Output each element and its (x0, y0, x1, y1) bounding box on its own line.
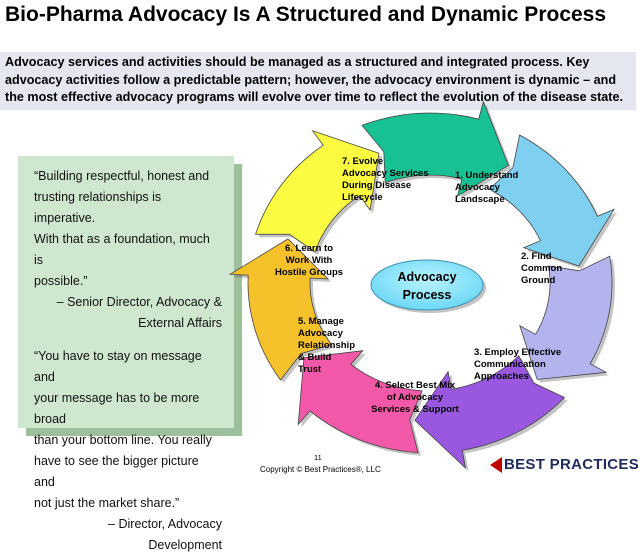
quote-attribution-2: – Director, Advocacy Development (108, 517, 222, 552)
copyright: Copyright © Best Practices®, LLC (260, 465, 381, 474)
slide-title: Bio-Pharma Advocacy Is A Structured and … (5, 3, 607, 26)
cycle-arrow-5 (228, 238, 333, 381)
step-label-2: 2. Find Common Ground (521, 251, 563, 286)
cycle-arrow-1 (488, 134, 616, 267)
step-label-7: 7. Evolve Advocacy Services During Disea… (342, 156, 429, 203)
step-label-4: 4. Select Best Mix of Advocacy Services … (371, 380, 459, 415)
step-label-5: 5. Manage Advocacy Relationship & Build … (298, 316, 356, 375)
advocacy-cycle-diagram (228, 100, 617, 471)
step-label-1: 1. Understand Advocacy Landscape (455, 170, 519, 205)
logo-text: BEST PRACTICES (504, 456, 638, 474)
center-label: Advocacy Process (397, 270, 457, 302)
page-number: 11 (314, 453, 322, 462)
cycle-arrow-2 (519, 255, 613, 380)
logo-mark-icon (490, 456, 502, 473)
quote-box: “Building respectful, honest and trustin… (18, 156, 234, 552)
step-label-3: 3. Employ Effective Communication Approa… (474, 347, 562, 382)
step-label-6: 6. Learn to Work With Hostile Groups (274, 243, 344, 278)
quote-attribution-1: – Senior Director, Advocacy & External A… (56, 295, 222, 330)
cycle-arrow-3 (414, 355, 566, 470)
cycle-arrow-4 (297, 350, 423, 454)
cycle-arrow-6 (255, 130, 380, 253)
best-practices-logo: BEST PRACTICES (490, 456, 638, 478)
cycle-arrow-7 (361, 100, 509, 198)
cycle-arrows (228, 100, 617, 471)
quote-text-1: “Building respectful, honest and trustin… (34, 169, 210, 288)
center-oval (370, 259, 484, 311)
slide-subtitle: Advocacy services and activities should … (0, 52, 636, 110)
